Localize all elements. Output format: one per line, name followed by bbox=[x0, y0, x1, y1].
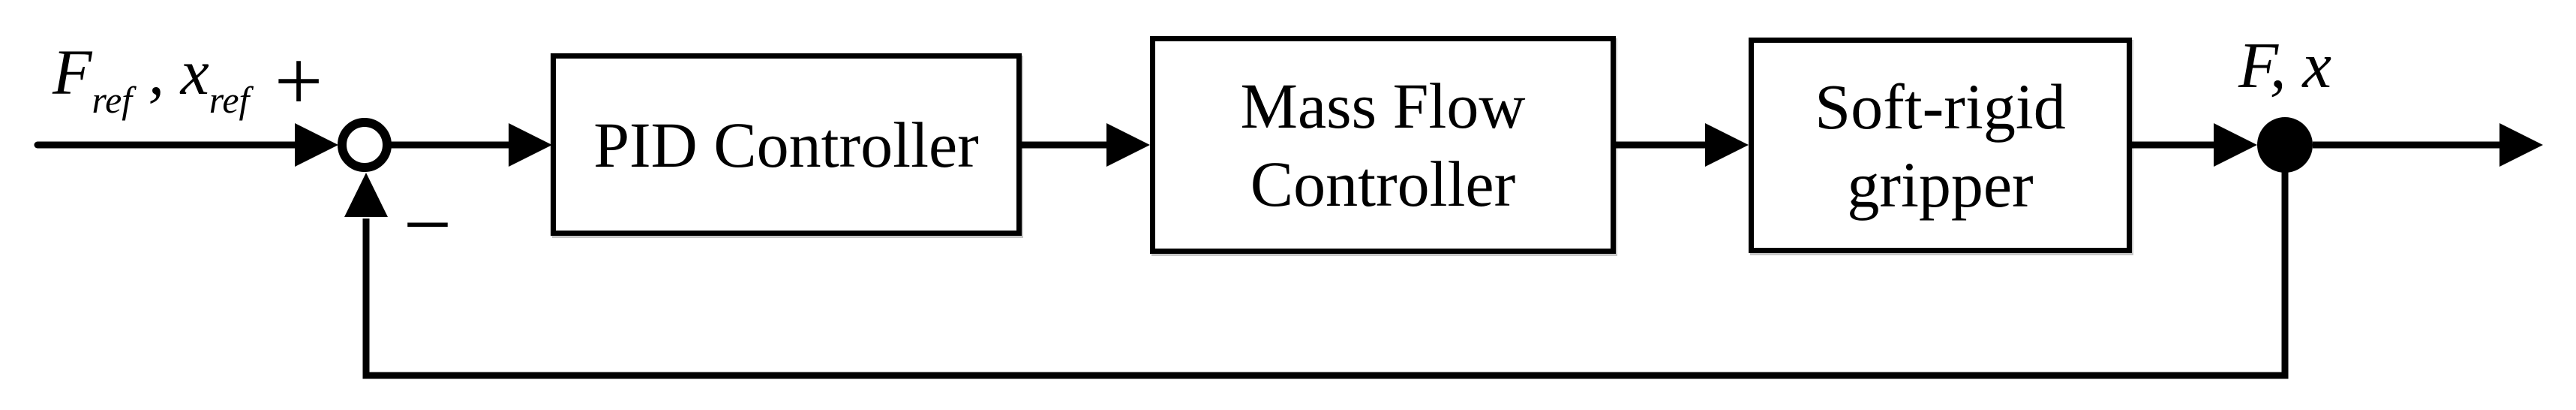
block-soft-rigid-gripper-label-line2: gripper bbox=[1847, 148, 2034, 221]
minus-sign: − bbox=[403, 176, 452, 273]
block-mass-flow-controller-label-line2: Controller bbox=[1250, 148, 1516, 220]
pickoff-point bbox=[2257, 117, 2313, 173]
block-mass-flow-controller: Mass Flow Controller bbox=[1150, 36, 1616, 254]
feedback-arrowhead-icon bbox=[344, 173, 388, 217]
block-mass-flow-controller-label-line1: Mass Flow bbox=[1240, 70, 1526, 142]
input-var-position: x bbox=[180, 36, 209, 108]
block-soft-rigid-gripper: Soft-rigid gripper bbox=[1749, 38, 2132, 253]
block-pid-controller-label: PID Controller bbox=[593, 108, 979, 181]
summing-junction-circle bbox=[338, 118, 392, 172]
mfc-input-arrowhead-icon bbox=[1106, 123, 1150, 167]
output-arrowhead-icon bbox=[2499, 123, 2543, 167]
block-pid-controller: PID Controller bbox=[551, 53, 1022, 236]
feedback-line bbox=[362, 170, 2289, 379]
plus-sign: + bbox=[274, 33, 323, 129]
output-label: F, x bbox=[2238, 32, 2331, 98]
input-var-position-subscript: ref bbox=[209, 79, 250, 121]
output-var-position: x bbox=[2302, 29, 2332, 101]
gripper-input-arrowhead-icon bbox=[1705, 123, 1749, 167]
block-soft-rigid-gripper-label-line1: Soft-rigid bbox=[1815, 70, 2066, 143]
output-label-separator: , bbox=[2269, 29, 2303, 101]
input-label-separator: , bbox=[132, 36, 181, 108]
input-var-force-subscript: ref bbox=[92, 79, 133, 121]
reference-input-label: Fref , xref bbox=[53, 40, 249, 119]
input-arrowhead-icon bbox=[295, 123, 338, 167]
pickoff-input-arrowhead-icon bbox=[2214, 123, 2257, 167]
input-var-force: F bbox=[53, 36, 92, 108]
pid-input-arrowhead-icon bbox=[509, 123, 552, 167]
output-var-force: F bbox=[2238, 29, 2270, 101]
